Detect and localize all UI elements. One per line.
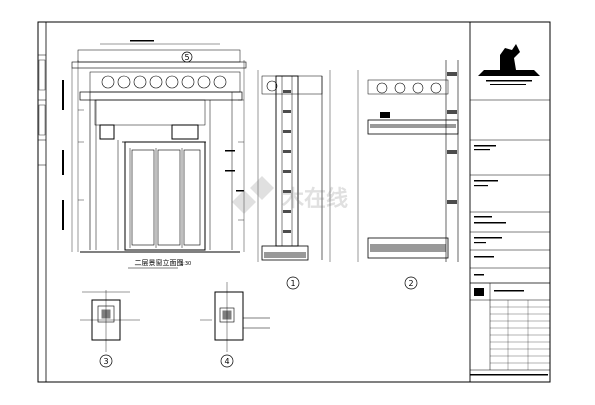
detail-mark-3: 3 — [103, 357, 108, 366]
section-2-detail — [357, 60, 459, 262]
section-1-detail — [257, 70, 331, 262]
detail-3-callout: 3 — [99, 354, 113, 368]
company-logo-icon — [478, 44, 540, 85]
detail-2-callout: 2 — [404, 276, 418, 290]
window-elevation — [71, 43, 247, 253]
detail-mark-5: 5 — [184, 53, 189, 62]
watermark: 木在线 — [232, 176, 348, 214]
watermark-text: 木在线 — [281, 186, 348, 212]
detail-mark-1: 1 — [290, 279, 295, 288]
section-2-hatching — [370, 72, 457, 252]
bottom-note — [470, 374, 548, 376]
plan-detail-3 — [80, 290, 140, 352]
plan-detail-4 — [200, 282, 270, 352]
title-block — [469, 21, 551, 383]
detail-4-callout: 4 — [220, 354, 234, 368]
elevation-dimension-text — [62, 40, 244, 230]
section-1-hatching — [264, 90, 306, 258]
binding-strip — [38, 22, 47, 382]
main-elevation-scale: 1:30 — [180, 261, 191, 267]
detail-mark-2: 2 — [408, 279, 413, 288]
main-elevation-caption: 二层景窗立面图 — [135, 258, 184, 267]
detail-1-callout: 1 — [286, 276, 300, 290]
detail-mark-4: 4 — [224, 357, 229, 366]
detail-5-callout: 5 — [181, 51, 193, 63]
